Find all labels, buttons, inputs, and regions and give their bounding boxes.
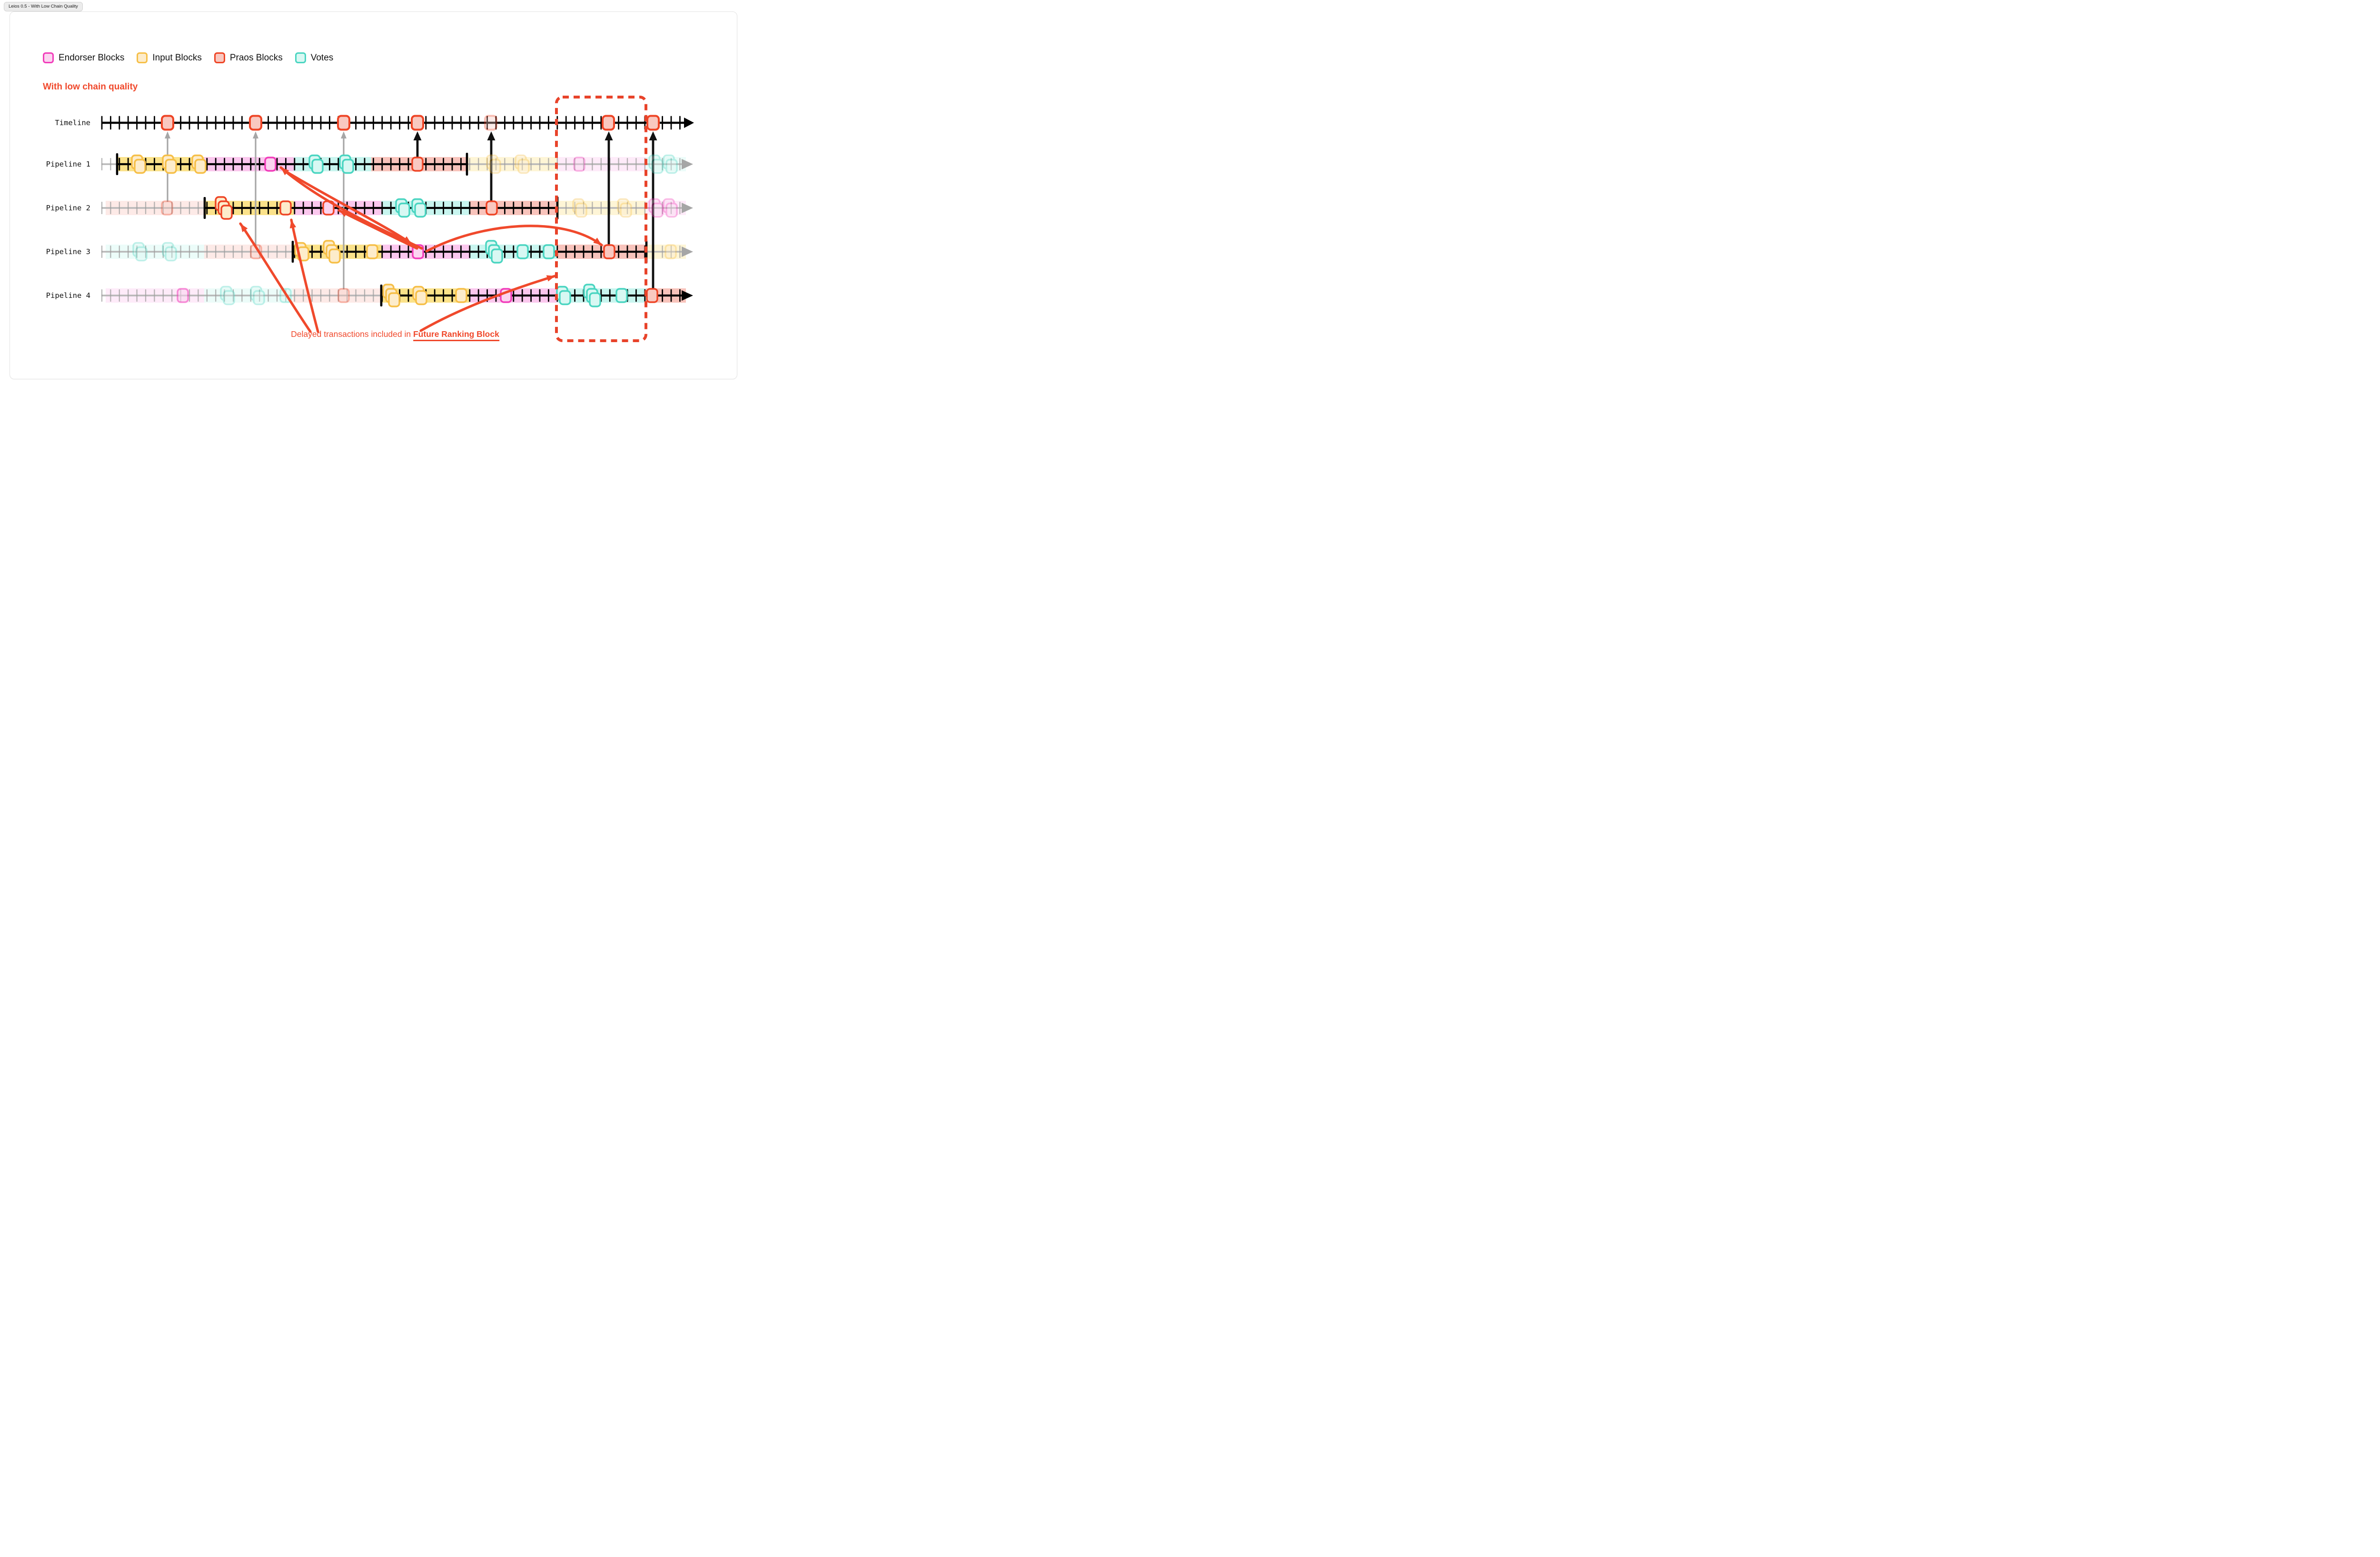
whiteboard-canvas: Leios 0.5 - With Low Chain Quality Endor… — [0, 0, 746, 387]
praos-block — [337, 288, 350, 303]
praos-block — [602, 115, 615, 131]
praos-block — [161, 115, 174, 131]
endorser-block — [177, 288, 189, 303]
praos-block-swatch-icon — [214, 52, 225, 63]
vote-block — [308, 154, 324, 174]
legend-label: Input Blocks — [152, 52, 202, 63]
legend-item-praos-blocks: Praos Blocks — [214, 52, 283, 63]
pipeline-4-label: Pipeline 4 — [46, 291, 90, 300]
frame-card — [10, 11, 737, 379]
delayed-transactions-annotation: Delayed transactions included in Future … — [291, 329, 499, 341]
vote-block — [516, 244, 529, 259]
pipeline-3-label: Pipeline 3 — [46, 247, 90, 256]
input-block — [664, 244, 677, 259]
legend: Endorser Blocks Input Blocks Praos Block… — [43, 52, 333, 63]
vote-block — [339, 154, 354, 174]
future-ranking-block-text: Future Ranking Block — [413, 329, 499, 341]
pipeline-2-blocks — [161, 196, 678, 220]
vote-block — [556, 286, 571, 305]
endorser-block — [264, 157, 277, 172]
legend-item-input-blocks: Input Blocks — [137, 52, 202, 63]
vote-block — [220, 286, 235, 305]
vote-block — [663, 154, 678, 174]
praos-block — [337, 115, 350, 131]
vote-block — [395, 198, 410, 218]
pipeline-1-label: Pipeline 1 — [46, 160, 90, 168]
input-block — [617, 198, 632, 218]
vote-block — [615, 288, 628, 303]
vote-block — [648, 154, 664, 174]
input-block — [486, 154, 501, 174]
legend-label: Praos Blocks — [229, 52, 283, 63]
endorser-block-swatch-icon — [43, 52, 54, 63]
input-block-swatch-icon — [137, 52, 148, 63]
timeline-label: Timeline — [55, 118, 90, 127]
annotation-text: Delayed transactions included in — [291, 329, 413, 339]
legend-item-endorser-blocks: Endorser Blocks — [43, 52, 124, 63]
input-block — [515, 154, 530, 174]
document-tab[interactable]: Leios 0.5 - With Low Chain Quality — [4, 2, 83, 11]
vote-block — [250, 286, 265, 305]
delayed-transaction-arrows — [239, 166, 603, 333]
input-block — [191, 154, 207, 174]
praos-block — [161, 200, 173, 216]
pipeline-diagram — [101, 96, 694, 342]
input-block — [455, 288, 467, 303]
page-title: With low chain quality — [43, 82, 138, 92]
input-block — [382, 284, 400, 307]
praos-block — [646, 288, 658, 303]
endorser-block — [648, 198, 664, 218]
vote-block — [132, 242, 148, 262]
vote-block — [543, 244, 555, 259]
input-block — [162, 154, 177, 174]
input-block — [215, 196, 233, 220]
future-ranking-block-box — [555, 96, 647, 342]
legend-item-votes: Votes — [295, 52, 334, 63]
input-block — [323, 240, 341, 264]
pipeline-4-blocks — [177, 284, 658, 307]
vote-block — [583, 284, 601, 307]
legend-label: Endorser Blocks — [59, 52, 125, 63]
praos-block — [486, 200, 498, 216]
pipeline-2-label: Pipeline 2 — [46, 204, 90, 212]
praos-block — [249, 115, 262, 131]
praos-block — [411, 115, 424, 131]
timeline-blocks — [161, 115, 660, 131]
praos-block — [411, 157, 424, 172]
vote-block — [162, 242, 177, 262]
vote-block — [411, 198, 426, 218]
praos-block — [646, 115, 660, 131]
endorser-block — [573, 157, 585, 172]
praos-block — [250, 244, 262, 259]
vote-swatch-icon — [295, 52, 306, 63]
input-block — [412, 286, 427, 305]
praos-block — [484, 115, 497, 131]
pipeline-1-blocks — [131, 154, 678, 174]
phase-bands — [106, 157, 686, 303]
praos-block — [603, 244, 615, 259]
vote-block — [485, 240, 503, 264]
endorser-block — [663, 198, 678, 218]
input-block — [279, 200, 292, 216]
input-block — [366, 244, 378, 259]
legend-label: Votes — [310, 52, 334, 63]
input-block — [572, 198, 587, 218]
input-block — [131, 154, 146, 174]
pipeline-3-blocks — [132, 240, 677, 264]
